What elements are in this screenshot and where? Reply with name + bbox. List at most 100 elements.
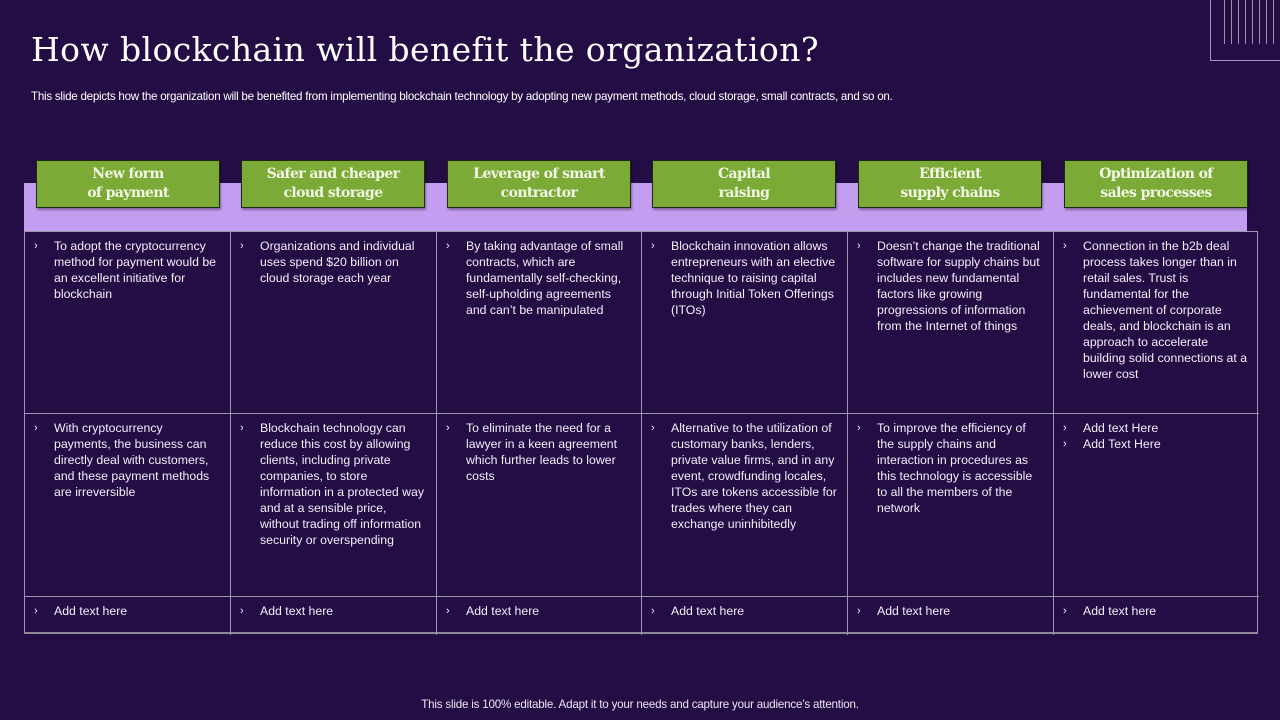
corner-decoration bbox=[1210, 0, 1280, 61]
table-cell: › Organizations and individual uses spend… bbox=[231, 232, 437, 414]
cell-text: Add text here bbox=[466, 604, 540, 618]
cell-text: Organizations and individual uses spend … bbox=[260, 239, 415, 285]
cell-text: Alternative to the utilization of custom… bbox=[671, 421, 837, 531]
column-header-3: Leverage of smart contractor bbox=[447, 160, 631, 208]
chevron-right-icon: › bbox=[651, 240, 655, 252]
chevron-right-icon: › bbox=[1063, 240, 1067, 252]
list-item: › By taking advantage of small contracts,… bbox=[445, 238, 633, 318]
column-header-line: Safer and cheaper bbox=[266, 166, 400, 182]
column-header-line: supply chains bbox=[900, 185, 1000, 201]
column-header-5: Efficient supply chains bbox=[858, 160, 1042, 208]
column-header-line: contractor bbox=[500, 185, 578, 201]
chevron-right-icon: › bbox=[1063, 605, 1067, 617]
cell-text: Add text here bbox=[54, 604, 128, 618]
table-cell: › Doesn’t change the traditional software… bbox=[848, 232, 1054, 414]
column-header-6: Optimization of sales processes bbox=[1064, 160, 1248, 208]
vertical-lines-decoration bbox=[1224, 0, 1280, 44]
list-item: › Connection in the b2b deal process take… bbox=[1062, 238, 1251, 382]
cell-text: Add text here bbox=[671, 604, 745, 618]
list-item: › To improve the efficiency of the supply… bbox=[856, 420, 1045, 516]
list-item: › Add text Here bbox=[1062, 420, 1251, 436]
chevron-right-icon: › bbox=[446, 422, 450, 434]
cell-text: Add text Here bbox=[1083, 421, 1159, 435]
column-header-line: New form bbox=[92, 166, 164, 182]
column-header-1: New form of payment bbox=[36, 160, 220, 208]
list-item: › Add text here bbox=[239, 603, 428, 619]
list-item: › Add text here bbox=[650, 603, 839, 619]
cell-text: Add Text Here bbox=[1083, 437, 1161, 451]
cell-text: To improve the efficiency of the supply … bbox=[877, 421, 1033, 515]
table-cell: › Add text here bbox=[642, 597, 848, 635]
chevron-right-icon: › bbox=[651, 422, 655, 434]
table-cell: › By taking advantage of small contracts,… bbox=[437, 232, 642, 414]
header-band bbox=[24, 183, 1247, 231]
cell-text: To eliminate the need for a lawyer in a … bbox=[466, 421, 618, 483]
chevron-right-icon: › bbox=[651, 605, 655, 617]
chevron-right-icon: › bbox=[1063, 438, 1067, 450]
cell-text: Add text here bbox=[877, 604, 951, 618]
table-cell: › Add text here bbox=[437, 597, 642, 635]
column-header-line: Optimization of bbox=[1099, 166, 1213, 182]
column-header-4: Capital raising bbox=[652, 160, 836, 208]
cell-text: Add text here bbox=[260, 604, 334, 618]
slide-subtitle: This slide depicts how the organization … bbox=[31, 90, 893, 103]
table-cell: › Add text here bbox=[1054, 597, 1259, 635]
cell-text: Blockchain innovation allows entrepreneu… bbox=[671, 239, 836, 317]
table-cell: › With cryptocurrency payments, the busin… bbox=[25, 414, 231, 597]
table-cell: › Add text Here › Add Text Here bbox=[1054, 414, 1259, 597]
table-cell: › To adopt the cryptocurrency method for … bbox=[25, 232, 231, 414]
table-cell: › Add text here bbox=[848, 597, 1054, 635]
list-item: › Add Text Here bbox=[1062, 436, 1251, 452]
list-item: › Add text here bbox=[1062, 603, 1251, 619]
column-header-line: Efficient bbox=[918, 166, 982, 182]
list-item: › Add text here bbox=[445, 603, 633, 619]
cell-text: Add text here bbox=[1083, 604, 1157, 618]
slide-title: How blockchain will benefit the organiza… bbox=[31, 30, 819, 69]
table-cell: › To improve the efficiency of the supply… bbox=[848, 414, 1054, 597]
list-item: › Add text here bbox=[33, 603, 222, 619]
chevron-right-icon: › bbox=[34, 422, 38, 434]
chevron-right-icon: › bbox=[857, 240, 861, 252]
chevron-right-icon: › bbox=[240, 422, 244, 434]
chevron-right-icon: › bbox=[446, 605, 450, 617]
chevron-right-icon: › bbox=[446, 240, 450, 252]
cell-text: To adopt the cryptocurrency method for p… bbox=[54, 239, 217, 301]
table-cell: › Connection in the b2b deal process take… bbox=[1054, 232, 1259, 414]
table-cell: › Blockchain technology can reduce this c… bbox=[231, 414, 437, 597]
list-item: › To eliminate the need for a lawyer in a… bbox=[445, 420, 633, 484]
column-header-line: of payment bbox=[87, 185, 169, 201]
list-item: › Alternative to the utilization of custo… bbox=[650, 420, 839, 532]
table-cell: › To eliminate the need for a lawyer in a… bbox=[437, 414, 642, 597]
cell-text: Doesn’t change the traditional software … bbox=[877, 239, 1040, 333]
list-item: › With cryptocurrency payments, the busin… bbox=[33, 420, 222, 500]
column-header-line: sales processes bbox=[1100, 185, 1212, 201]
cell-text: Blockchain technology can reduce this co… bbox=[260, 421, 425, 547]
table-cell: › Add text here bbox=[25, 597, 231, 635]
table-cell: › Blockchain innovation allows entreprene… bbox=[642, 232, 848, 414]
list-item: › Organizations and individual uses spend… bbox=[239, 238, 428, 286]
list-item: › Add text here bbox=[856, 603, 1045, 619]
chevron-right-icon: › bbox=[1063, 422, 1067, 434]
chevron-right-icon: › bbox=[240, 605, 244, 617]
list-item: › Doesn’t change the traditional software… bbox=[856, 238, 1045, 334]
chevron-right-icon: › bbox=[857, 422, 861, 434]
column-header-line: Capital bbox=[718, 166, 771, 182]
slide-footer: This slide is 100% editable. Adapt it to… bbox=[421, 698, 859, 711]
chevron-right-icon: › bbox=[857, 605, 861, 617]
column-header-line: raising bbox=[718, 185, 770, 201]
chevron-right-icon: › bbox=[34, 240, 38, 252]
cell-text: With cryptocurrency payments, the busine… bbox=[54, 421, 210, 499]
cell-text: By taking advantage of small contracts, … bbox=[466, 239, 624, 317]
chevron-right-icon: › bbox=[240, 240, 244, 252]
table-cell: › Add text here bbox=[231, 597, 437, 635]
list-item: › Blockchain technology can reduce this c… bbox=[239, 420, 428, 548]
column-header-2: Safer and cheaper cloud storage bbox=[241, 160, 425, 208]
chevron-right-icon: › bbox=[34, 605, 38, 617]
column-header-line: cloud storage bbox=[283, 185, 383, 201]
cell-text: Connection in the b2b deal process takes… bbox=[1083, 239, 1248, 381]
table-cell: › Alternative to the utilization of custo… bbox=[642, 414, 848, 597]
list-item: › To adopt the cryptocurrency method for … bbox=[33, 238, 222, 302]
list-item: › Blockchain innovation allows entreprene… bbox=[650, 238, 839, 318]
column-header-line: Leverage of smart bbox=[473, 166, 605, 182]
benefits-table: › To adopt the cryptocurrency method for … bbox=[24, 231, 1259, 635]
